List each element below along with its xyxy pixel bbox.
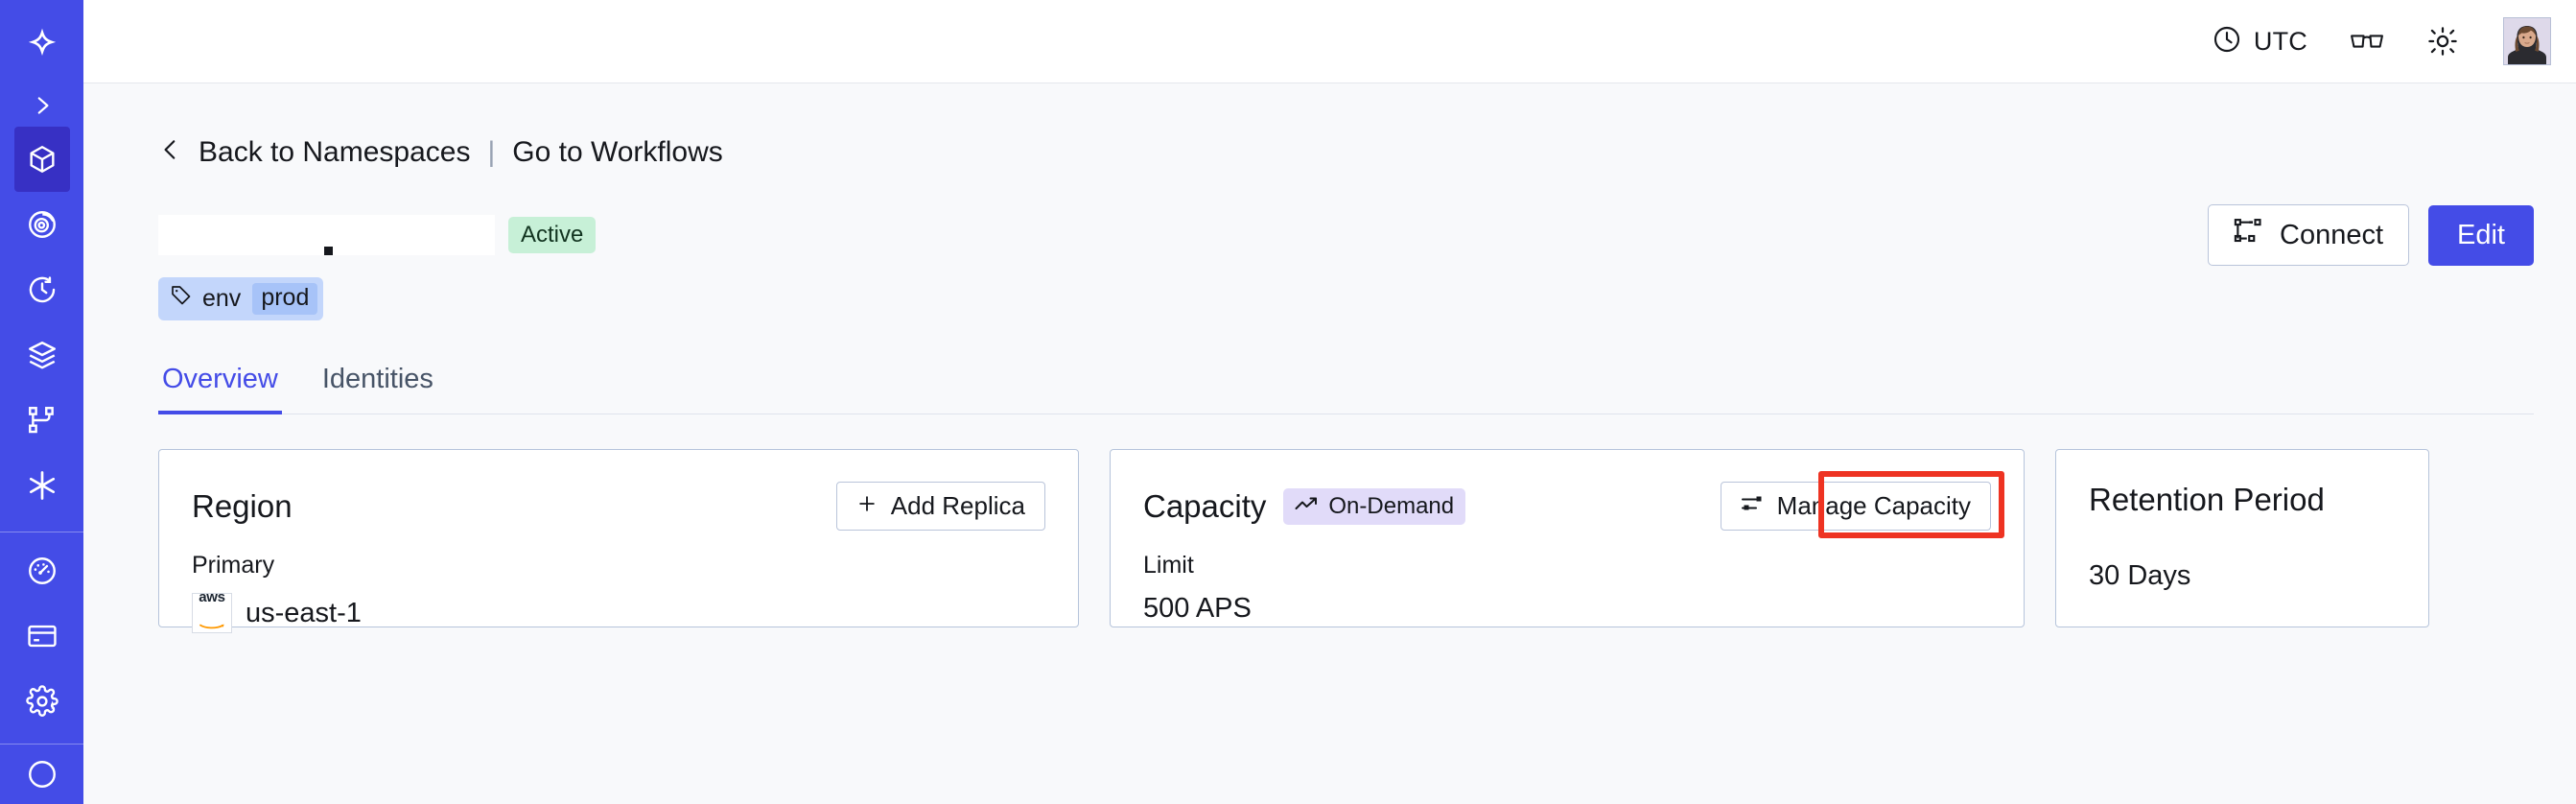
sidebar-item-workflows[interactable] (14, 388, 70, 453)
gauge-icon (26, 555, 59, 587)
timezone-label: UTC (2253, 26, 2307, 56)
main-area: UTC (83, 0, 2576, 804)
sidebar-item-usage[interactable] (14, 538, 70, 603)
capacity-limit-label: Limit (1143, 552, 1194, 579)
chevron-right-icon[interactable] (14, 83, 70, 128)
sidebar-item-batch-operations[interactable] (14, 322, 70, 388)
on-demand-badge: On-Demand (1283, 487, 1466, 525)
sidebar-item-help[interactable] (14, 745, 70, 804)
capacity-card-header: Capacity On-Demand (1143, 482, 1991, 531)
layers-icon (26, 339, 59, 371)
sidebar-item-settings[interactable] (14, 669, 70, 734)
manage-capacity-label: Manage Capacity (1776, 491, 1971, 520)
namespace-header: Active Connect Edit (158, 204, 2534, 266)
aws-logo-icon: aws (192, 588, 232, 633)
aws-logo-text: aws (199, 588, 225, 605)
sidebar-item-billing[interactable] (14, 603, 70, 669)
chevron-left-icon[interactable] (158, 133, 183, 172)
breadcrumb: Back to Namespaces | Go to Workflows (158, 133, 2534, 172)
region-value: us-east-1 (246, 597, 362, 628)
user-avatar[interactable] (2503, 17, 2551, 65)
trending-up-icon (1295, 493, 1320, 520)
title-redaction-dot (324, 247, 333, 255)
overview-cards: Region Add Replica Primary (158, 449, 2534, 633)
clock-icon (2212, 24, 2242, 59)
cube-icon (26, 143, 59, 176)
git-branch-icon (26, 404, 59, 437)
sidebar-item-nexus[interactable] (14, 453, 70, 518)
glasses-icon[interactable] (2350, 26, 2384, 57)
credit-card-icon (26, 620, 59, 652)
edit-button[interactable]: Edit (2428, 204, 2534, 266)
add-replica-label: Add Replica (890, 491, 1025, 520)
retention-card-header: Retention Period (2089, 482, 2396, 518)
sliders-icon (1741, 491, 1764, 521)
temporal-logo-icon[interactable] (14, 17, 70, 68)
top-bar: UTC (83, 0, 2576, 83)
namespace-tags: env prod (158, 277, 2534, 320)
content-area: Back to Namespaces | Go to Workflows Act… (83, 83, 2576, 804)
plus-icon (856, 491, 878, 521)
tab-overview[interactable]: Overview (158, 364, 282, 414)
status-badge: Active (508, 217, 597, 253)
capacity-card: Capacity On-Demand (1110, 449, 2025, 627)
primary-sidebar (0, 0, 83, 804)
help-circle-icon (26, 758, 59, 791)
header-actions: Connect Edit (2208, 204, 2534, 266)
retention-card: Retention Period 30 Days (2055, 449, 2429, 627)
sidebar-nav-primary (0, 127, 83, 518)
capacity-card-title: Capacity (1143, 487, 1267, 524)
region-primary-label: Primary (192, 552, 275, 579)
breadcrumb-workflows-link[interactable]: Go to Workflows (512, 136, 723, 168)
tag-icon (170, 284, 193, 314)
spiral-eye-icon (26, 208, 59, 241)
region-card-title: Region (192, 487, 293, 524)
breadcrumb-separator: | (487, 136, 496, 168)
region-card-header: Region Add Replica (192, 482, 1045, 531)
tag-key: env (202, 285, 242, 312)
sidebar-nav-secondary (0, 538, 83, 734)
tag-chip-env[interactable]: env prod (158, 277, 324, 320)
breadcrumb-back-link[interactable]: Back to Namespaces (199, 136, 471, 168)
clock-rewind-icon (26, 273, 59, 306)
sidebar-item-schedules[interactable] (14, 257, 70, 322)
tab-bar: Overview Identities (158, 363, 2534, 414)
timezone-selector[interactable]: UTC (2212, 24, 2307, 59)
asterisk-icon (25, 468, 59, 503)
capacity-value: 500 APS (1143, 593, 1252, 624)
sidebar-item-observability[interactable] (14, 192, 70, 257)
on-demand-badge-label: On-Demand (1328, 492, 1455, 519)
region-card: Region Add Replica Primary (158, 449, 1079, 633)
sun-icon[interactable] (2426, 25, 2459, 58)
connect-button-label: Connect (2280, 219, 2384, 250)
tag-value: prod (252, 283, 318, 315)
retention-card-title: Retention Period (2089, 482, 2325, 517)
retention-value: 30 Days (2089, 560, 2191, 591)
connect-button[interactable]: Connect (2208, 204, 2410, 266)
connect-flow-icon (2234, 218, 2262, 252)
gear-icon (25, 685, 59, 718)
sidebar-item-namespaces[interactable] (13, 127, 70, 193)
region-value-row: aws us-east-1 (192, 588, 1045, 633)
sidebar-divider-bottom (0, 744, 83, 745)
add-replica-button[interactable]: Add Replica (835, 482, 1045, 531)
manage-capacity-button[interactable]: Manage Capacity (1720, 482, 1991, 531)
tab-identities[interactable]: Identities (321, 364, 433, 394)
